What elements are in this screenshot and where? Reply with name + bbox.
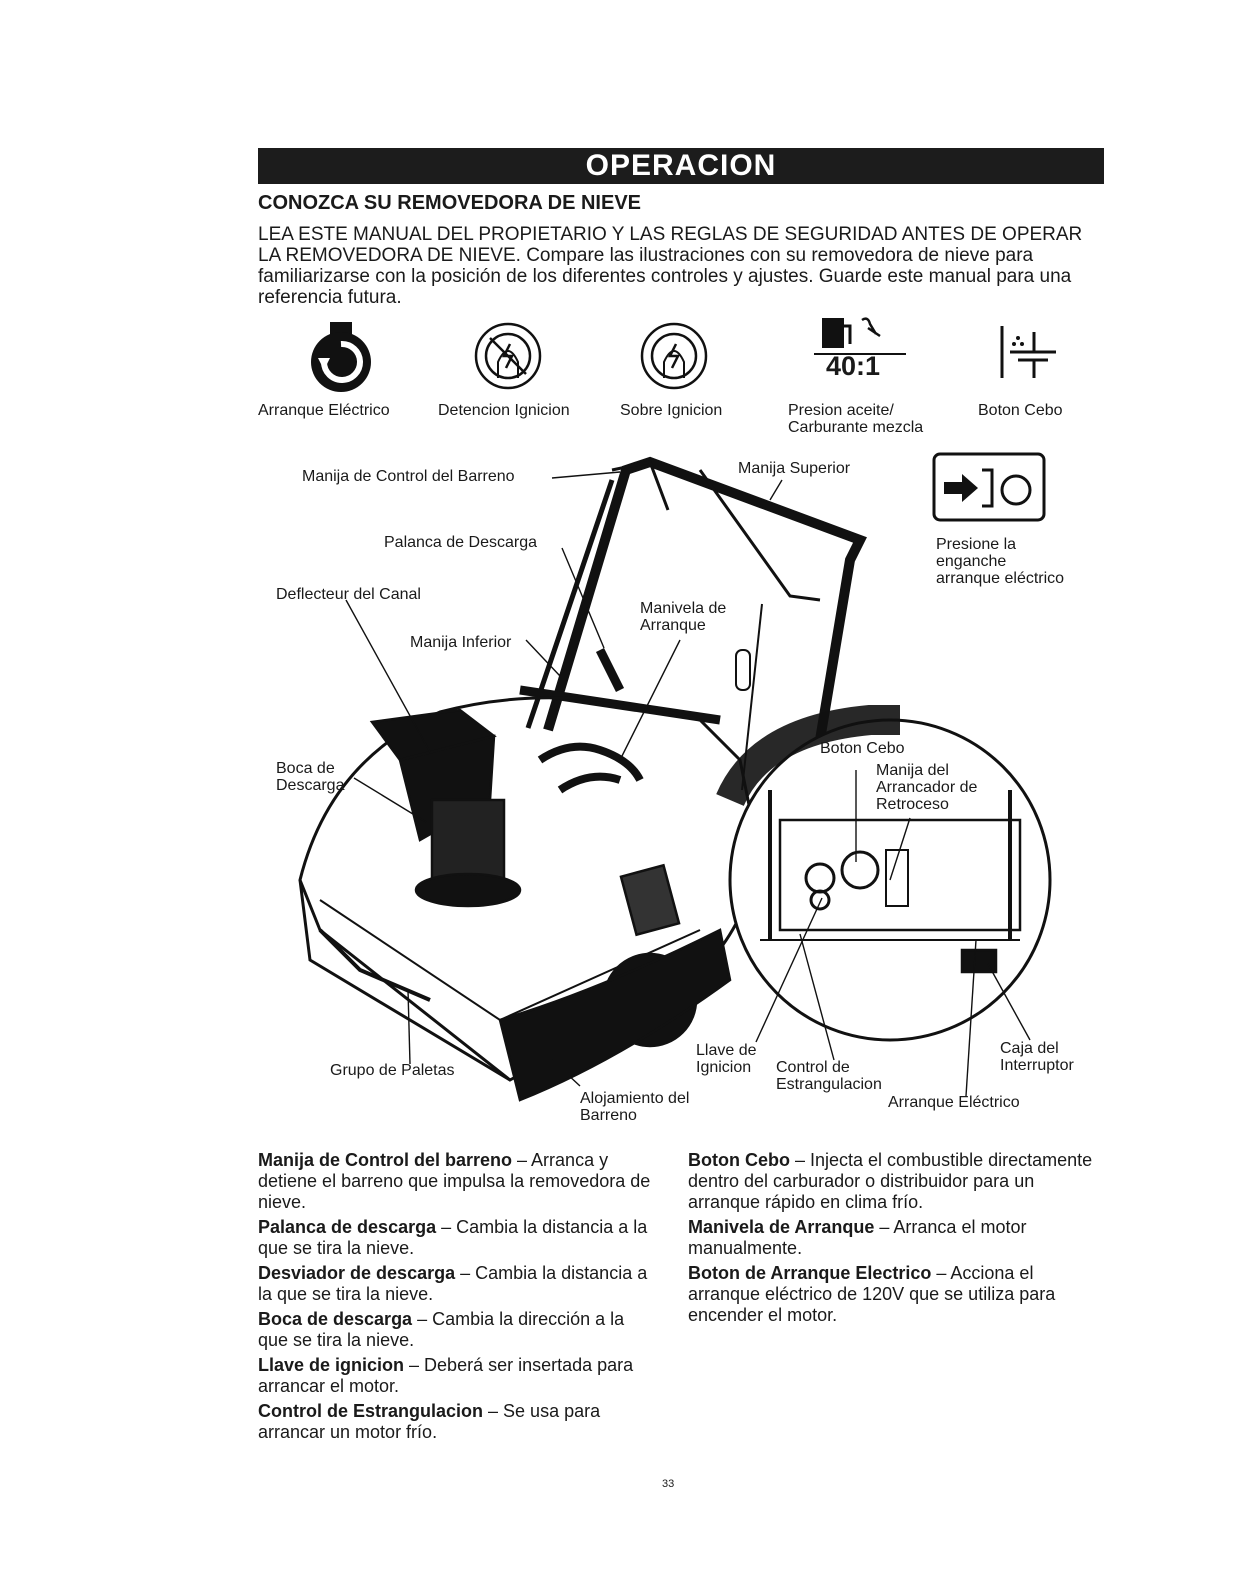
callout-choke-2: Estrangulacion xyxy=(776,1076,882,1093)
label-primer: Boton Cebo xyxy=(978,402,1063,419)
label-ignition-on: Sobre Ignicion xyxy=(620,402,723,419)
desc-term: Boton Cebo xyxy=(688,1150,790,1170)
callout-press-engage-3: arranque eléctrico xyxy=(936,570,1065,587)
desc-term: Palanca de descarga xyxy=(258,1217,437,1237)
intro-paragraph: LEA ESTE MANUAL DEL PROPIETARIO Y LAS RE… xyxy=(258,224,1083,308)
symbol-ignition-on: Sobre Ignicion xyxy=(620,322,750,422)
desc-item: Boton de Arranque Electrico – Acciona el… xyxy=(688,1263,1098,1326)
callout-electric-start: Arranque Eléctrico xyxy=(888,1094,1020,1111)
section-banner: OPERACION xyxy=(258,148,1104,184)
desc-term: Manivela de Arranque xyxy=(688,1217,875,1237)
desc-item: Llave de ignicion – Deberá ser insertada… xyxy=(258,1355,658,1397)
fuel-oil-mix-icon xyxy=(814,317,906,355)
desc-item: Desviador de descarga – Cambia la distan… xyxy=(258,1263,658,1305)
callout-auger-housing-2: Barreno xyxy=(580,1107,637,1124)
desc-item: Boca de descarga – Cambia la dirección a… xyxy=(258,1309,658,1351)
callout-chute-deflector: Deflecteur del Canal xyxy=(276,586,421,603)
callout-lower-handle: Manija Inferior xyxy=(410,634,512,651)
page-number: 33 xyxy=(662,1478,675,1490)
desc-item: Manija de Control del barreno – Arranca … xyxy=(258,1150,658,1213)
callout-auger-control: Manija de Control del Barreno xyxy=(302,468,515,485)
descriptions-left: Manija de Control del barreno – Arranca … xyxy=(258,1150,658,1447)
callout-switch-box-1: Caja del xyxy=(1000,1040,1059,1057)
callout-press-engage-1: Presione la xyxy=(936,536,1017,553)
callout-paddles: Grupo de Paletas xyxy=(330,1062,455,1079)
banner-title: OPERACION xyxy=(585,149,777,182)
desc-item: Control de Estrangulacion – Se usa para … xyxy=(258,1401,658,1443)
desc-text: – Arranca el motor manualmente. xyxy=(688,1217,1027,1258)
ignition-off-icon xyxy=(474,322,542,390)
desc-text: – Acciona el arranque eléctrico de 120V … xyxy=(688,1263,1056,1325)
desc-item: Boton Cebo – Injecta el combustible dire… xyxy=(688,1150,1098,1213)
desc-text: – Deberá ser insertada para arrancar el … xyxy=(258,1355,634,1396)
section-heading: CONOZCA SU REMOVEDORA DE NIEVE xyxy=(258,192,641,214)
label-ignition-off: Detencion Ignicion xyxy=(438,402,570,419)
callout-choke-1: Control de xyxy=(776,1059,850,1076)
desc-term: Boton de Arranque Electrico xyxy=(688,1263,932,1283)
desc-text: – Cambia la dirección a la que se tira l… xyxy=(258,1309,625,1350)
callout-recoil-1: Manija del xyxy=(876,762,949,779)
desc-term: Boca de descarga xyxy=(258,1309,413,1329)
desc-item: Palanca de descarga – Cambia la distanci… xyxy=(258,1217,658,1259)
desc-term: Desviador de descarga xyxy=(258,1263,456,1283)
desc-term: Llave de ignicion xyxy=(258,1355,405,1375)
callout-auger-housing-1: Alojamiento del xyxy=(580,1090,690,1107)
callout-upper-handle: Manija Superior xyxy=(738,460,851,477)
desc-text: – Arranca y detiene el barreno que impul… xyxy=(258,1150,651,1212)
callout-chute-1: Boca de xyxy=(276,760,335,777)
callout-primer: Boton Cebo xyxy=(820,740,905,757)
descriptions-right: Boton Cebo – Injecta el combustible dire… xyxy=(688,1150,1098,1330)
callout-recoil-3: Retroceso xyxy=(876,796,949,813)
ignition-on-icon xyxy=(640,322,708,390)
desc-text: – Se usa para arrancar un motor frío. xyxy=(258,1401,601,1442)
desc-item: Manivela de Arranque – Arranca el motor … xyxy=(688,1217,1098,1259)
label-fuel-mix-1: Presion aceite/ xyxy=(788,402,894,419)
symbol-primer: Boton Cebo xyxy=(978,322,1098,422)
callout-recoil-2: Arrancador de xyxy=(876,779,978,796)
callout-crank-1: Manivela de xyxy=(640,600,727,617)
callout-discharge-lever: Palanca de Descarga xyxy=(384,534,537,551)
callout-press-engage-2: enganche xyxy=(936,553,1007,570)
desc-term: Manija de Control del barreno xyxy=(258,1150,513,1170)
desc-text: – Injecta el combustible directamente de… xyxy=(688,1150,1093,1212)
callout-chute-2: Descarga xyxy=(276,777,345,794)
symbol-fuel-oil-mix: 40:1 Presion aceite/ Carburante mezcla xyxy=(788,317,958,436)
symbol-ignition-off: Detencion Ignicion xyxy=(438,322,598,422)
callout-crank-2: Arranque xyxy=(640,617,706,634)
desc-text: – Cambia la distancia a la que se tira l… xyxy=(258,1263,648,1304)
primer-icon xyxy=(1000,326,1056,378)
callout-ignition-key-1: Llave de xyxy=(696,1042,757,1059)
label-fuel-mix-2: Carburante mezcla xyxy=(788,419,924,436)
label-electric-start: Arranque Eléctrico xyxy=(258,402,390,419)
desc-text: – Cambia la distancia a la que se tira l… xyxy=(258,1217,648,1258)
callout-ignition-key-2: Ignicion xyxy=(696,1059,752,1076)
desc-term: Control de Estrangulacion xyxy=(258,1401,484,1421)
fuel-ratio: 40:1 xyxy=(826,351,881,381)
symbol-electric-start: Arranque Eléctrico xyxy=(258,322,428,422)
callout-switch-box-2: Interruptor xyxy=(1000,1057,1074,1074)
electric-start-icon xyxy=(311,322,371,392)
